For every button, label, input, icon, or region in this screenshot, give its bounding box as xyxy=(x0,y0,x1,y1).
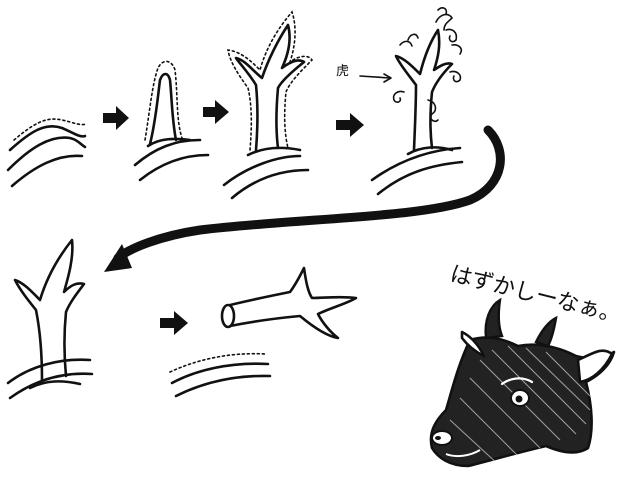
arrow-1-icon xyxy=(103,106,129,130)
stage-3-growing-antler xyxy=(224,12,312,198)
stage-2-velvet-bud xyxy=(135,61,208,180)
stage-5-hard-antler xyxy=(8,240,92,398)
stage-1-pedicle xyxy=(8,119,86,186)
arrow-2-icon xyxy=(203,100,229,124)
velvet-shedding-label: 虎 xyxy=(336,60,349,79)
arrow-4-icon xyxy=(160,311,188,335)
stage-4-shedding-velvet xyxy=(360,8,462,194)
stage-6-shed-antler xyxy=(170,268,356,396)
arrow-3-icon xyxy=(336,113,364,137)
